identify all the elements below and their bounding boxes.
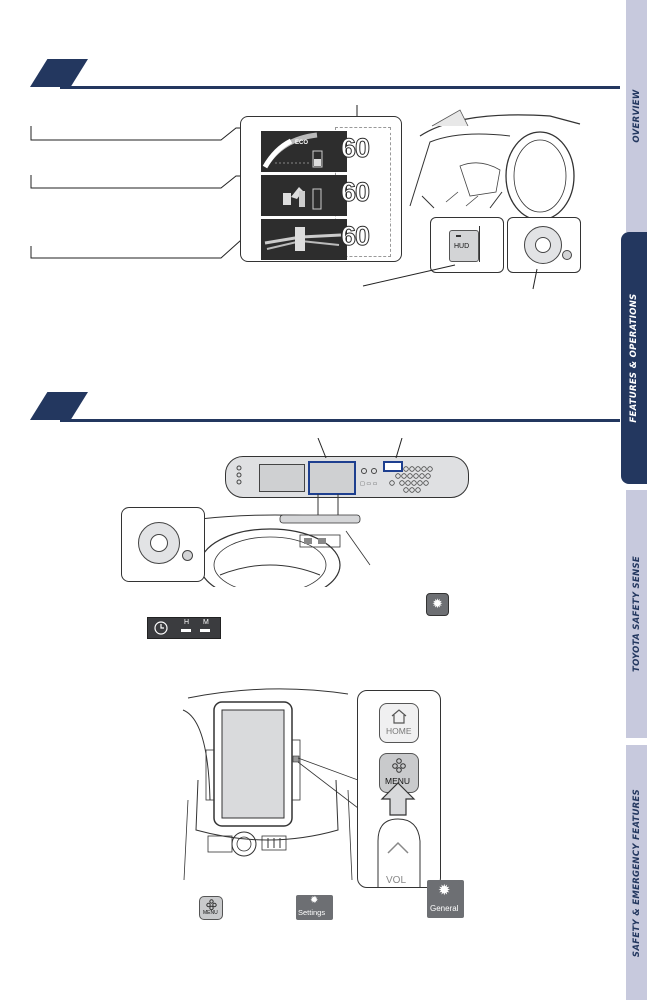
section-2-rule bbox=[60, 419, 620, 422]
speed-unit-3: MPH bbox=[379, 219, 393, 225]
dial-center-button[interactable] bbox=[535, 237, 551, 253]
section-1-rule bbox=[60, 86, 620, 89]
home-button[interactable]: HOME bbox=[379, 703, 419, 743]
side-tab-safety-emergency[interactable]: SAFETY & EMERGENCY FEATURES bbox=[626, 745, 647, 1000]
cluster-pointer-lines bbox=[317, 438, 403, 459]
settings-gear-icon-small: ✹ bbox=[310, 895, 319, 906]
back-button-icon[interactable] bbox=[562, 250, 572, 260]
speed-value-1: 60 bbox=[340, 133, 370, 164]
clock-hour-label: H bbox=[184, 619, 190, 626]
hud-navigation-panel bbox=[261, 175, 347, 216]
hud-inset-divider bbox=[479, 226, 480, 262]
side-tab-toyota-safety-sense[interactable]: TOYOTA SAFETY SENSE bbox=[626, 490, 647, 738]
inset-pointer-lines bbox=[362, 264, 538, 290]
side-tab-tss-label: TOYOTA SAFETY SENSE bbox=[631, 555, 642, 673]
clock-icon bbox=[154, 621, 168, 635]
hud-button-label: HUD bbox=[454, 243, 470, 250]
menu-button-label: MENU bbox=[385, 776, 411, 786]
steering-switch-inset bbox=[507, 217, 581, 273]
hud-display-frame: ECO MPH 60 MPH 60 MPH 60 bbox=[240, 116, 402, 262]
cluster-left-dots bbox=[236, 465, 242, 487]
dial-center-button-2[interactable] bbox=[150, 534, 168, 552]
side-tab-overview-label: OVERVIEW bbox=[631, 89, 642, 143]
back-button-icon-2[interactable] bbox=[182, 550, 193, 561]
hud-button[interactable]: HUD bbox=[449, 230, 479, 262]
general-label: General bbox=[430, 904, 459, 913]
side-tab-features-label: FEATURES & OPERATIONS bbox=[629, 293, 639, 423]
cluster-left-screen bbox=[259, 464, 305, 492]
settings-label: Settings bbox=[298, 908, 326, 917]
cluster-connector bbox=[317, 494, 339, 518]
steering-control-dial[interactable] bbox=[524, 226, 562, 264]
hud-eco-panel: ECO bbox=[261, 131, 347, 172]
speed-unit-2: MPH bbox=[379, 175, 393, 181]
cluster-multi-info-display bbox=[308, 461, 356, 495]
clock-setting-icon-group: H M bbox=[147, 617, 221, 639]
section-2-tab-marker bbox=[30, 392, 88, 420]
clock-minute-bar bbox=[200, 629, 210, 632]
press-arrow-and-vol bbox=[377, 782, 421, 887]
center-console-illustration bbox=[182, 688, 358, 881]
menu-dots-icon-small bbox=[206, 899, 217, 910]
hud-button-indicator bbox=[456, 235, 461, 237]
speed-value-3: 60 bbox=[340, 221, 370, 252]
clock-hour-bar bbox=[181, 629, 191, 632]
side-tab-safety-label: SAFETY & EMERGENCY FEATURES bbox=[631, 788, 642, 957]
cluster-indicator-icons: □ ▭ ▭ bbox=[360, 466, 433, 493]
lane-support-icon bbox=[264, 227, 342, 251]
vol-label: VOL bbox=[386, 875, 407, 886]
steering-switch-inset-2 bbox=[121, 507, 205, 582]
hud-driving-support-panel bbox=[261, 219, 347, 260]
general-gear-icon: ✹ bbox=[438, 882, 451, 899]
dashboard-steering-illustration bbox=[199, 514, 371, 587]
home-icon bbox=[391, 709, 407, 724]
steering-control-dial-2[interactable] bbox=[138, 522, 180, 564]
console-button-inset: HOME MENU VOL bbox=[357, 690, 441, 888]
home-button-label: HOME bbox=[386, 726, 412, 736]
instrument-cluster-display: □ ▭ ▭ bbox=[225, 456, 469, 498]
general-button-icon[interactable]: ✹ General bbox=[427, 880, 464, 918]
svg-text:□ ▭ ▭: □ ▭ ▭ bbox=[360, 481, 378, 487]
hud-button-inset: HUD bbox=[430, 217, 504, 273]
cluster-clock-display bbox=[383, 461, 403, 472]
clock-minute-label: M bbox=[203, 619, 209, 626]
navigation-turn-icon bbox=[283, 187, 322, 210]
eco-gauge-icon bbox=[262, 132, 323, 169]
eco-label: ECO bbox=[295, 140, 309, 146]
side-tab-overview[interactable]: OVERVIEW bbox=[626, 0, 647, 232]
side-tab-features-operations[interactable]: FEATURES & OPERATIONS bbox=[621, 232, 647, 484]
settings-button-icon[interactable]: ✹ Settings bbox=[296, 895, 333, 920]
speed-unit-1: MPH bbox=[379, 131, 393, 137]
menu-dots-icon bbox=[392, 758, 406, 773]
speed-value-2: 60 bbox=[340, 177, 370, 208]
settings-gear-icon: ✹ bbox=[426, 593, 449, 616]
menu-icon-label: MENU bbox=[203, 910, 218, 916]
menu-button-icon[interactable]: MENU bbox=[199, 896, 223, 920]
